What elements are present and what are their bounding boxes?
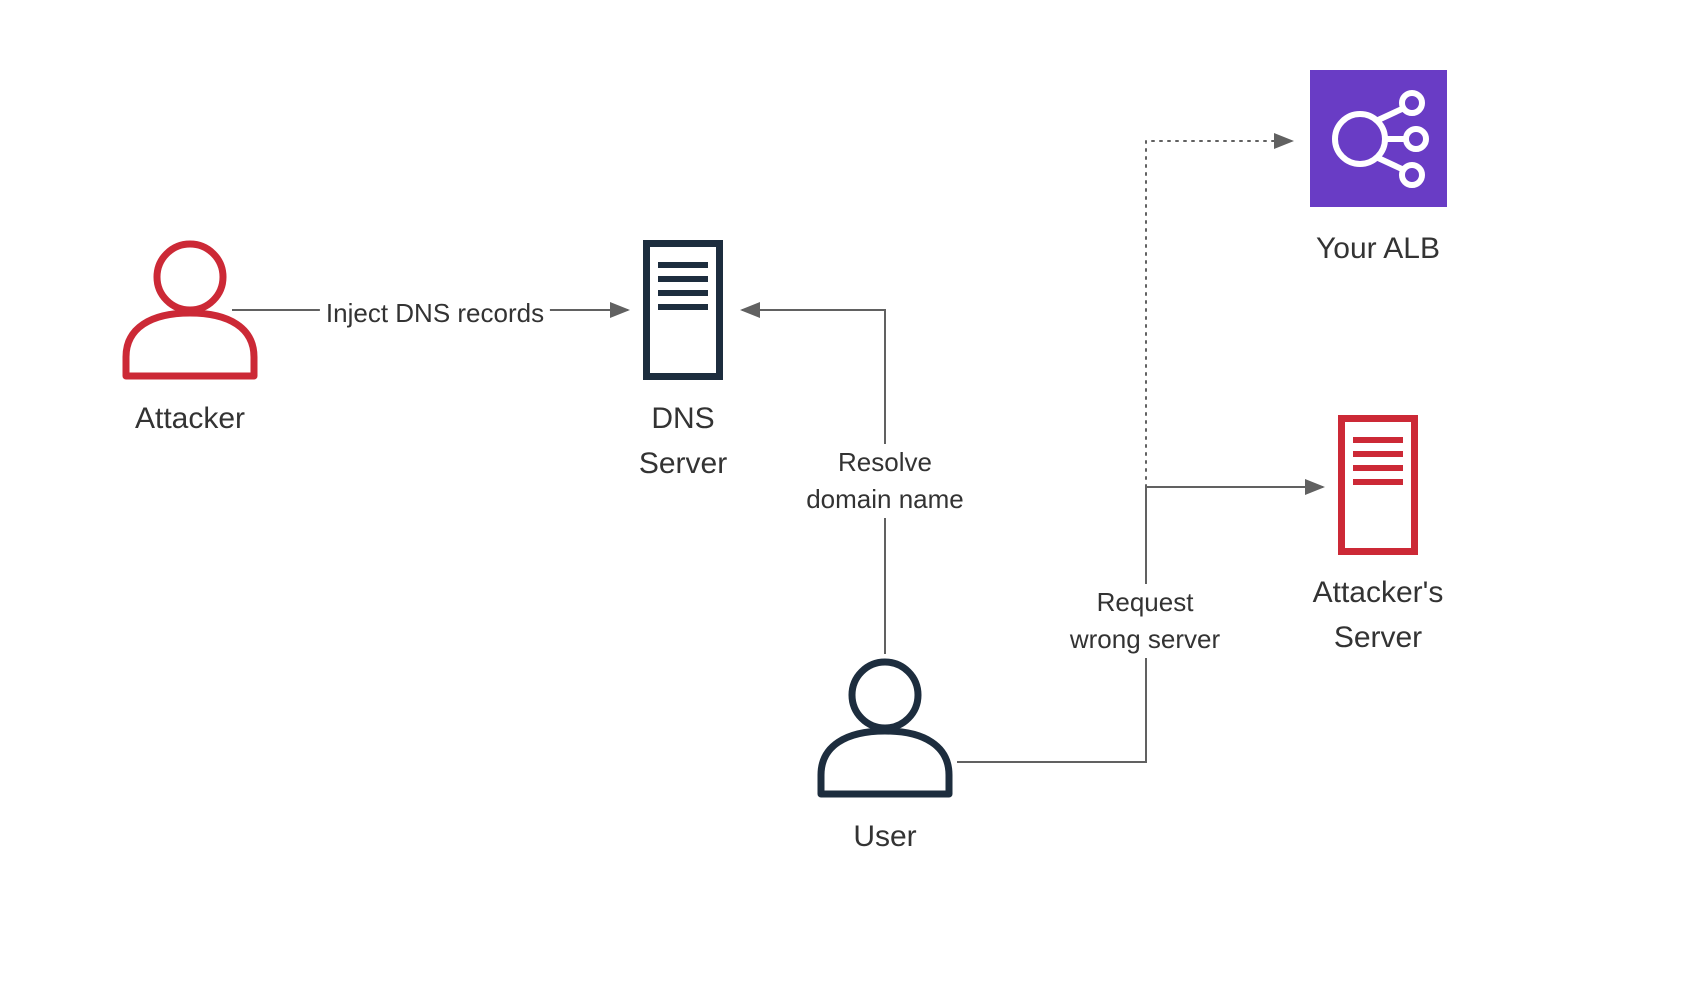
user-label: User — [853, 820, 917, 853]
node-dns-server — [643, 240, 723, 385]
server-icon — [643, 240, 723, 380]
edge-label-request-wrong-server: Request wrong server — [1063, 584, 1227, 658]
person-icon — [817, 658, 953, 798]
node-user — [816, 658, 954, 803]
attackers-server-label: Attacker's Server — [1312, 576, 1444, 654]
dns-server-label: DNS Server — [638, 402, 728, 480]
attacker-label: Attacker — [134, 402, 246, 435]
edge-intended-alb-dotted — [1145, 133, 1294, 488]
load-balancer-icon — [1310, 70, 1447, 207]
edge-label-resolve-domain-name: Resolve domain name — [800, 444, 970, 518]
server-icon — [1338, 415, 1418, 555]
node-attackers-server — [1338, 415, 1418, 560]
node-your-alb — [1310, 70, 1447, 212]
edge-label-inject-dns-records: Inject DNS records — [319, 295, 551, 332]
node-attacker — [121, 240, 259, 385]
your-alb-label: Your ALB — [1316, 232, 1440, 265]
person-icon — [122, 240, 258, 380]
edge-resolve-domain-name — [740, 302, 886, 654]
